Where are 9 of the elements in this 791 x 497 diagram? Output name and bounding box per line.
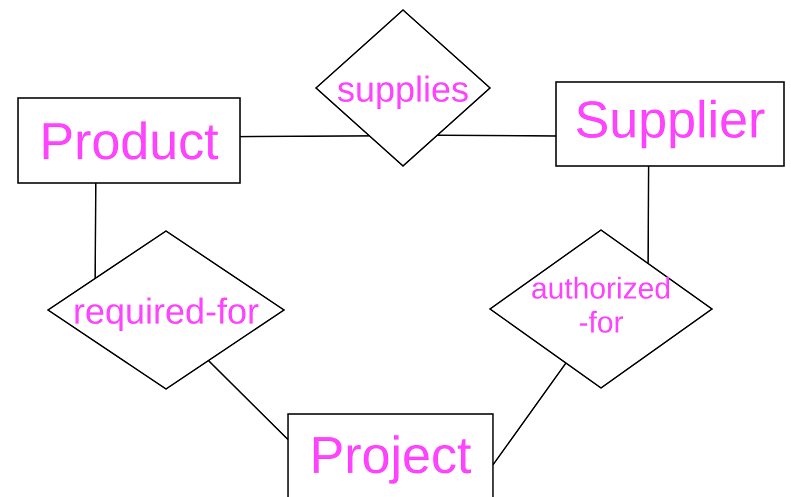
entity-box: Supplier <box>555 81 785 167</box>
entity-box: Project <box>287 413 494 497</box>
entity-box: Product <box>17 97 241 184</box>
connector-line <box>208 360 289 440</box>
connector-line <box>240 135 370 138</box>
connector-line <box>647 166 650 264</box>
connector-line <box>437 134 556 137</box>
connector-line <box>94 182 97 278</box>
connector-line <box>492 362 567 466</box>
